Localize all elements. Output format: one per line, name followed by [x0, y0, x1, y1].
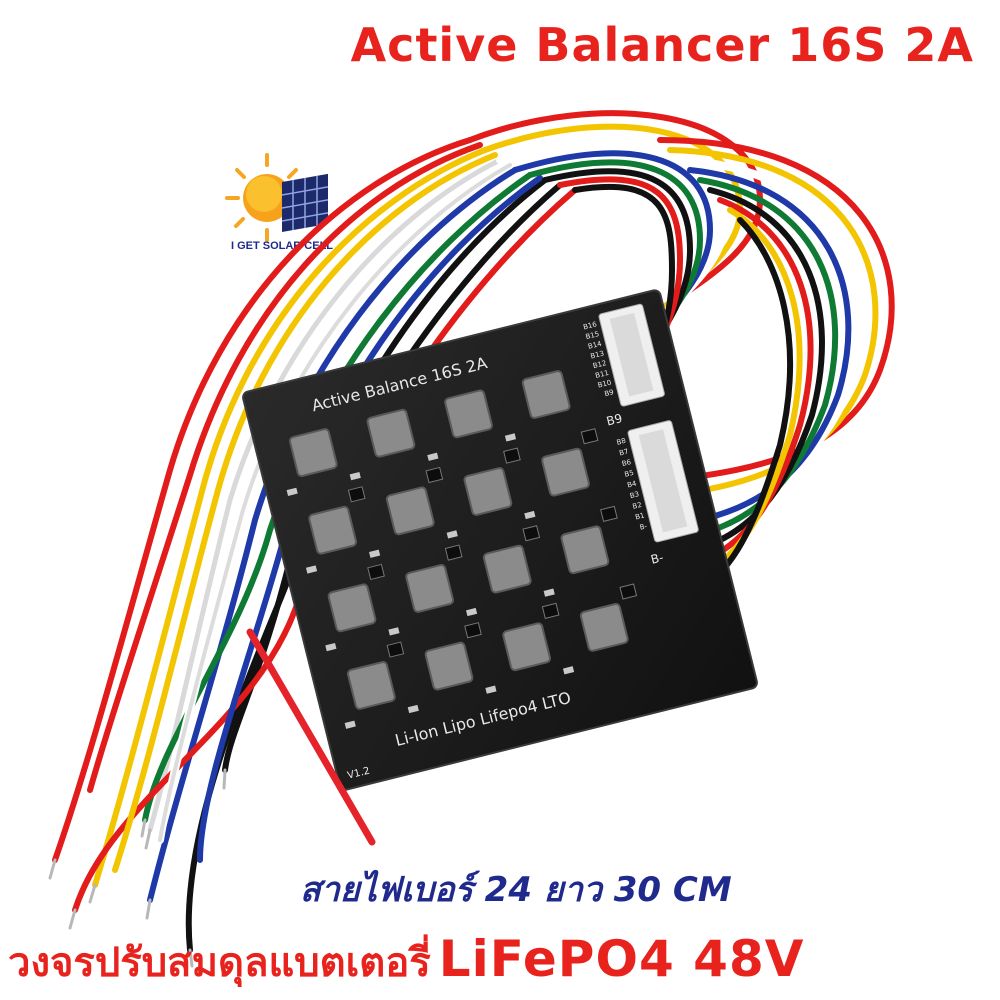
connector-bottom: B- B8 B7 B6 B5 B4 B3 B2 B1 B-	[616, 420, 699, 567]
pin-label: B13	[590, 349, 605, 360]
brand-logo: I GET SOLAR CELL	[212, 150, 352, 270]
pin-label: B15	[585, 330, 600, 341]
connector-b9-label: B9	[605, 411, 624, 428]
pin-label: B10	[597, 379, 612, 390]
connector-top: B9 B16 B15 B14 B13 B12 B11 B10 B9	[582, 303, 665, 428]
pin-label: B14	[587, 340, 603, 351]
sun-solar-panel-icon	[225, 153, 328, 242]
pin-label: B6	[621, 458, 632, 468]
bottom-caption: วงจรปรับสมดุลแบตเตอรี่LiFePO4 48V	[8, 930, 992, 994]
bottom-caption-thai: วงจรปรับสมดุลแบตเตอรี่	[8, 940, 431, 986]
pin-label: B-	[639, 522, 649, 532]
pointer-line	[246, 628, 376, 846]
pin-label: B9	[604, 388, 615, 398]
connector-bminus-label: B-	[649, 550, 665, 567]
wire-tips	[48, 768, 227, 968]
pin-label: B12	[592, 359, 607, 370]
pin-label: B11	[594, 369, 609, 380]
pin-label: B7	[618, 447, 629, 457]
pin-label: B16	[582, 320, 598, 331]
pin-label: B3	[629, 490, 640, 500]
inductor-grid	[286, 370, 638, 729]
wire-loop	[467, 110, 895, 603]
bottom-caption-chemistry: LiFePO4 48V	[438, 930, 805, 988]
silkscreen-version: V1.2	[346, 766, 371, 782]
pin-label: B1	[634, 511, 645, 521]
pin-label: B2	[632, 501, 643, 511]
pin-label: B8	[616, 437, 627, 447]
logo-text: I GET SOLAR CELL	[230, 240, 334, 252]
product-title: Active Balancer 16S 2A	[350, 18, 974, 72]
cable-spec-caption: สายไฟเบอร์ 24 ยาว 30 CM	[300, 870, 732, 910]
pcb-board: Active Balance 16S 2A Li-Ion Lipo Lifepo…	[242, 289, 758, 791]
pin-label: B5	[624, 469, 635, 479]
pin-label: B4	[626, 479, 637, 489]
